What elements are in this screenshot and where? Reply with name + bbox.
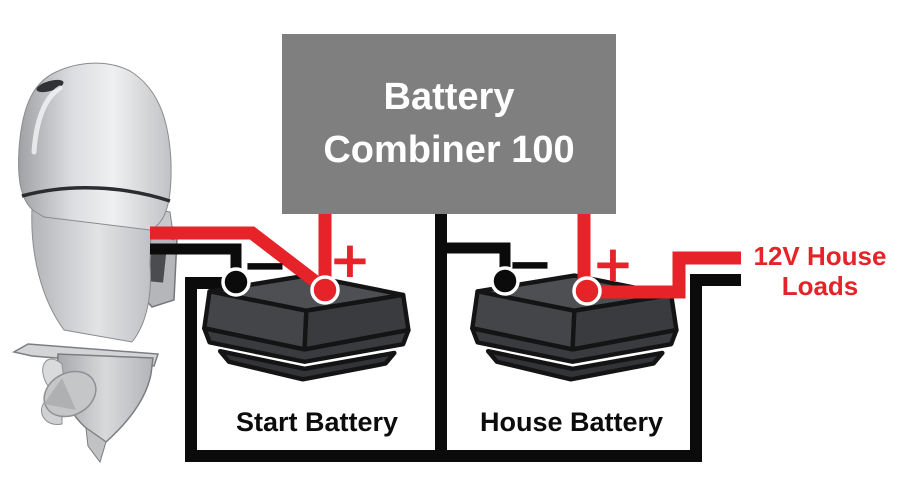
motor-bracket-slot [148, 245, 167, 283]
motor-cowl-seam [21, 186, 171, 203]
start-battery-negative-terminal [221, 267, 251, 297]
house-loads-label: 12V House Loads [753, 241, 887, 301]
start-battery-positive-terminal [310, 275, 340, 305]
house-battery-positive-terminal [572, 276, 602, 306]
house-battery-label: House Battery [479, 407, 664, 437]
start-battery-label: Start Battery [235, 407, 399, 437]
house-battery-plus-sign: + [592, 235, 634, 293]
motor-skeg [85, 426, 107, 464]
propeller-cone [44, 378, 76, 410]
house-battery-minus-sign: − [506, 231, 554, 297]
motor-midsection [31, 207, 152, 343]
battery-combiner-box: Battery Combiner 100 [282, 34, 616, 214]
start-battery-plus-sign: + [329, 231, 371, 289]
motor-air-intake [36, 79, 64, 93]
start-battery-minus-sign: − [241, 232, 289, 298]
motor-cowl-highlight [31, 85, 63, 155]
outboard-motor [11, 62, 178, 464]
positive-wire-house-battery-to-loads [587, 251, 741, 299]
battery-combiner-label: Battery Combiner 100 [323, 76, 575, 171]
positive-wire-motor-to-start-battery [150, 226, 329, 295]
house-battery-negative-terminal [490, 266, 520, 296]
